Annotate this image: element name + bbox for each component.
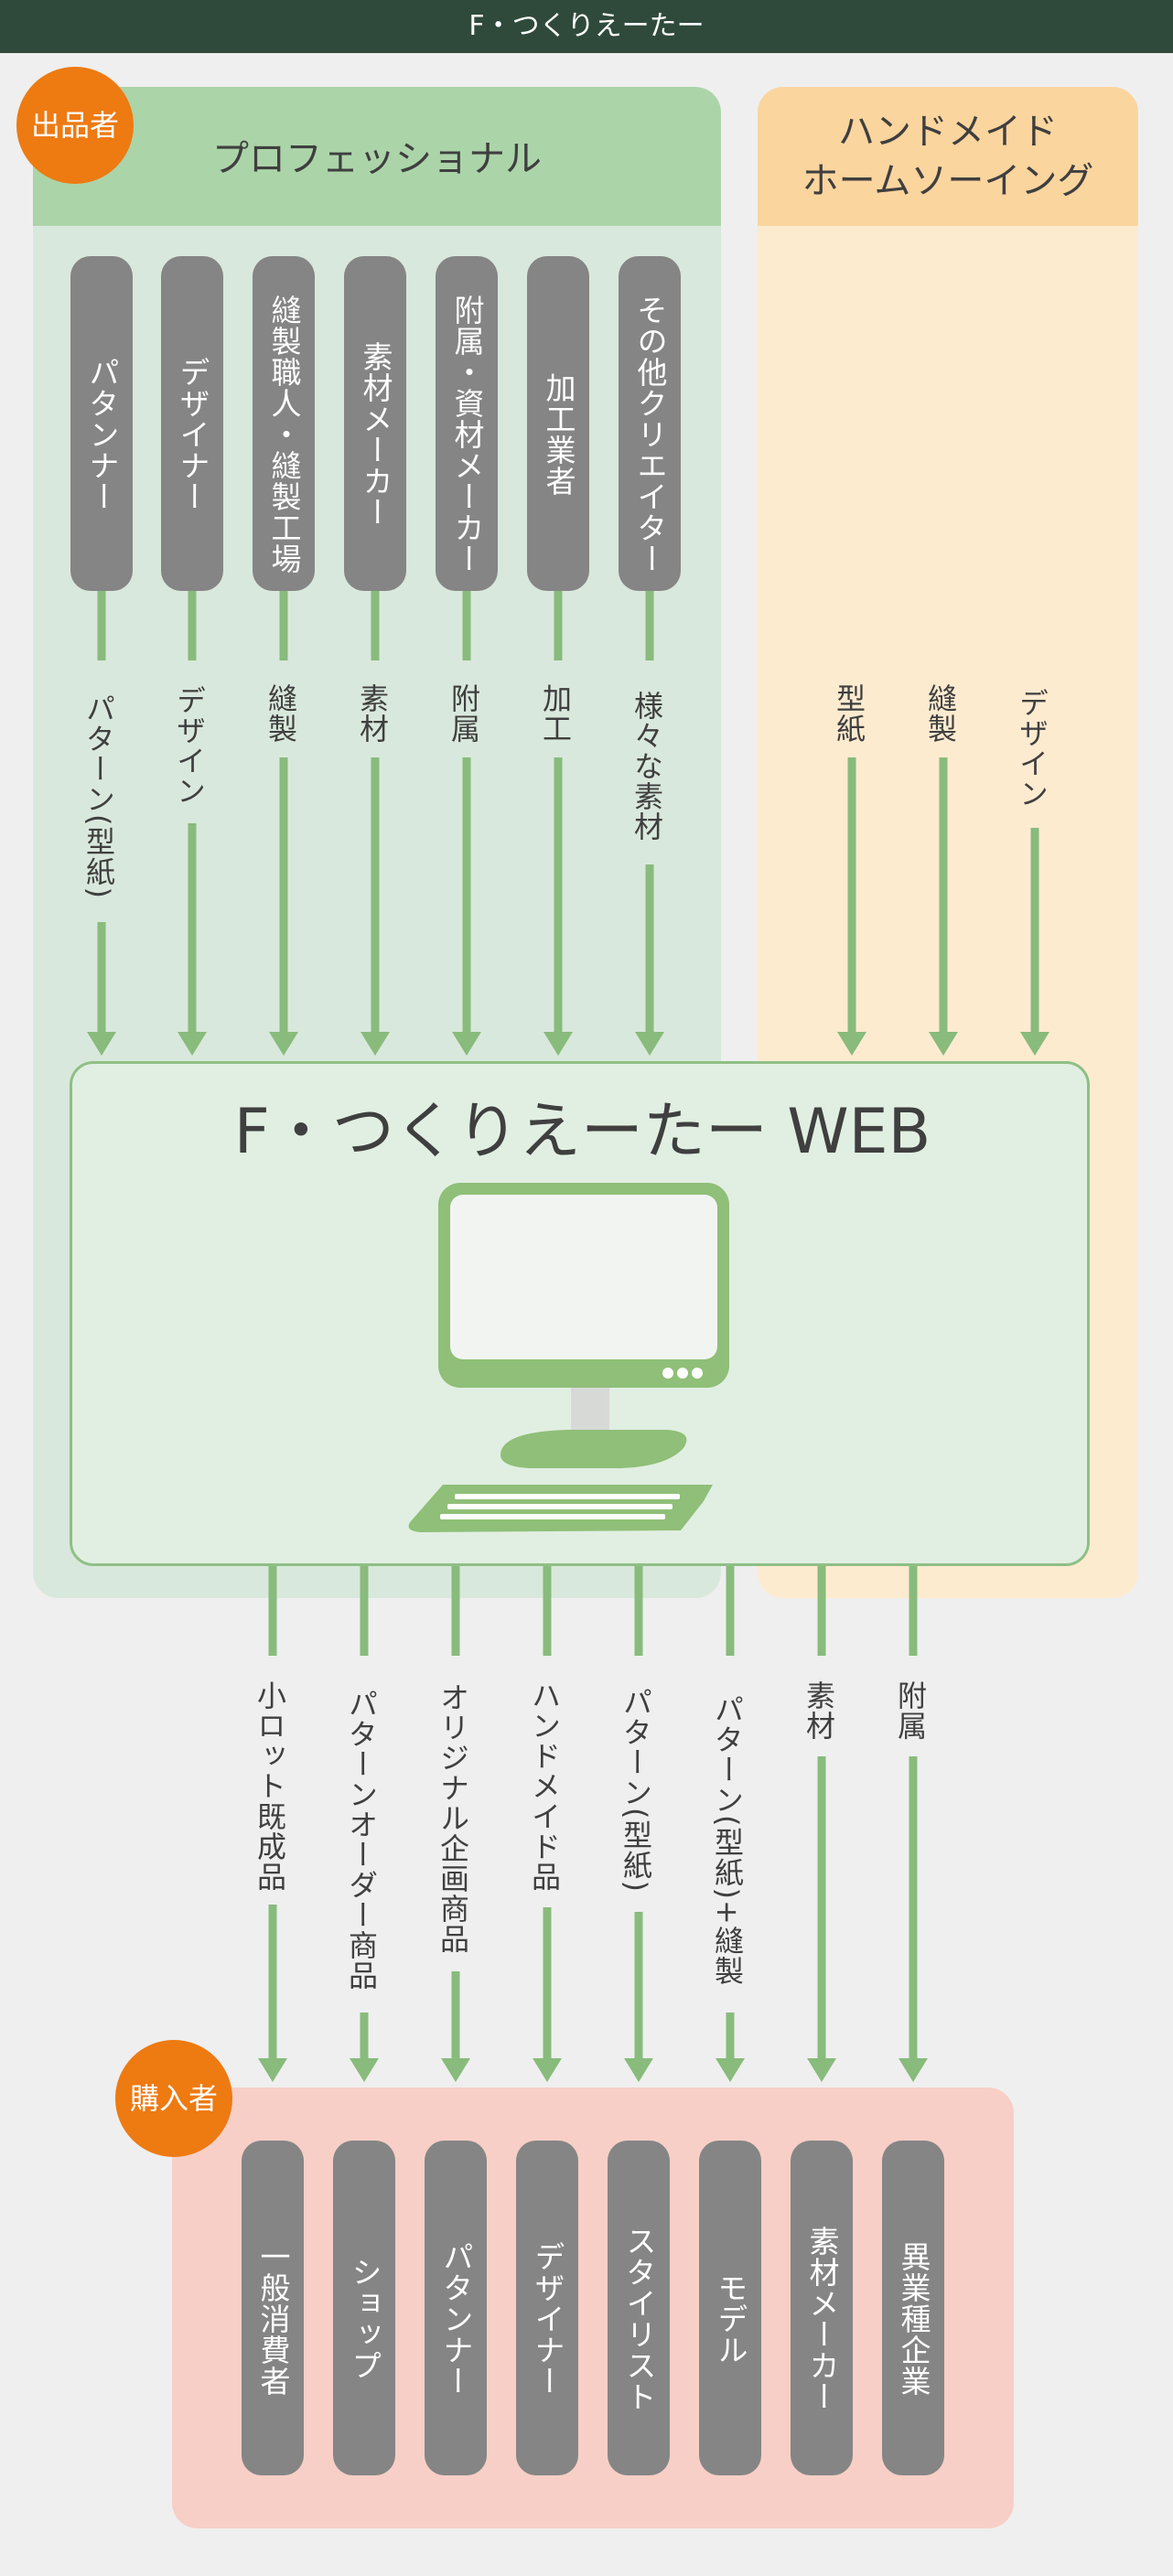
buyer-pill-model: モデル <box>699 2141 761 2475</box>
role-pill-other-creator: その他クリエイター <box>619 256 681 591</box>
flow-label-design: デザイン <box>172 685 207 806</box>
computer-icon <box>408 1183 729 1532</box>
role-pill-patternmaker: パタンナー <box>70 256 133 591</box>
output-label-accessory: 附属 <box>893 1680 928 1741</box>
handmade-title-line1: ハンドメイド <box>838 111 1058 153</box>
output-label-small-lot: 小ロット既成品 <box>253 1680 287 1892</box>
flow-label-various-materials: 様々な素材 <box>630 691 664 842</box>
handmade-title-line2: ホームソーイング <box>802 160 1094 202</box>
buyer-pill-designer: デザイナー <box>516 2141 578 2475</box>
output-label-pattern-sewing: パターン(型紙)+縫製 <box>710 1693 745 1986</box>
buyer-pill-consumer: 一般消費者 <box>242 2141 304 2475</box>
buyer-pill-patternmaker: パタンナー <box>425 2141 487 2475</box>
buyer-pill-stylist: スタイリスト <box>608 2141 670 2475</box>
buyer-pill-shop: ショップ <box>333 2141 395 2475</box>
professional-title: プロフェッショナル <box>212 138 542 180</box>
handmade-flow-label-sewing: 縫製 <box>923 683 958 744</box>
title-bar: F・つくりえーたー <box>0 0 1173 53</box>
seller-badge: 出品者 <box>16 67 134 184</box>
web-platform-box: F・つくりえーたー WEB <box>70 1061 1090 1566</box>
professional-panel-header <box>33 87 721 226</box>
web-platform-title: F・つくりえーたー WEB <box>233 1096 931 1168</box>
output-label-original-product: オリジナル企画商品 <box>436 1682 470 1954</box>
buyer-pill-other-industry: 異業種企業 <box>882 2141 944 2475</box>
output-label-pattern-order: パターンオーダー商品 <box>344 1689 379 1991</box>
flow-label-processing: 加工 <box>538 683 573 744</box>
flow-label-accessory: 附属 <box>447 683 481 744</box>
role-pill-material-maker: 素材メーカー <box>344 256 406 591</box>
flow-label-sewing: 縫製 <box>264 683 298 744</box>
output-label-material: 素材 <box>802 1680 836 1741</box>
role-pill-processor: 加工業者 <box>527 256 589 591</box>
role-pill-accessory-maker: 附属・資材メーカー <box>436 256 498 591</box>
role-pill-sewing: 縫製職人・縫製工場 <box>253 256 315 591</box>
role-pill-designer: デザイナー <box>161 256 223 591</box>
output-label-pattern: パターン(型紙) <box>619 1686 653 1893</box>
flow-label-pattern: パターン(型紙) <box>81 692 116 899</box>
handmade-flow-label-design: デザイン <box>1015 687 1049 809</box>
flow-label-material: 素材 <box>355 683 390 744</box>
buyer-pill-material-maker: 素材メーカー <box>791 2141 853 2475</box>
handmade-panel-header <box>758 87 1138 226</box>
buyer-panel <box>172 2088 1014 2528</box>
handmade-flow-label-pattern: 型紙 <box>832 683 866 744</box>
output-label-handmade-goods: ハンドメイド品 <box>527 1680 562 1892</box>
buyer-badge: 購入者 <box>115 2040 232 2157</box>
